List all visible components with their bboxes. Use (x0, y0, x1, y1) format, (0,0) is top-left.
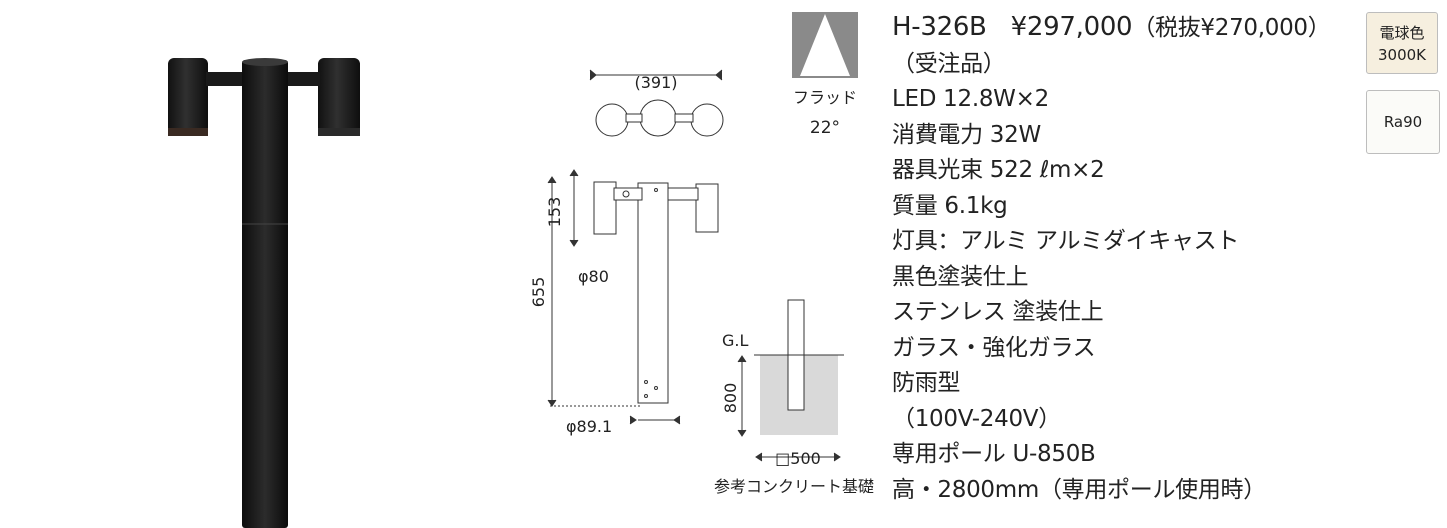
price-ex-tax: （税抜¥270,000） (1132, 15, 1331, 41)
pole (242, 60, 288, 528)
spec-line: （100V-240V） (892, 405, 1061, 432)
ra-badge: Ra90 (1366, 90, 1440, 154)
left-arm (206, 72, 244, 86)
flood-beam-icon (792, 12, 858, 78)
product-photo (168, 58, 360, 528)
spec-line: 防雨型 (892, 370, 961, 396)
foundation-width-dim: □500 (775, 449, 821, 468)
spec-line: LED 12.8W×2 (892, 86, 1049, 112)
pole-diameter-dim: φ89.1 (566, 417, 612, 436)
color-temp-badge: 電球色 3000K (1366, 12, 1438, 74)
head-diameter-dim: φ80 (578, 267, 609, 286)
spec-line: ガラス・強化ガラス (892, 334, 1096, 361)
spec-line: 器具光束 522 ℓm×2 (892, 157, 1105, 183)
dimension-drawing: (391) 153 φ80 655 φ89.1 G.L 800 □500 参考コ… (530, 69, 874, 496)
color-temp-name: 電球色 (1379, 24, 1425, 42)
foundation-depth-dim: 800 (721, 383, 740, 414)
spec-line: 灯具：アルミ アルミダイキャスト (892, 228, 1240, 254)
right-spot-head (318, 58, 360, 136)
width-dim: (391) (634, 73, 677, 92)
title-line: H-326B ¥297,000（税抜¥270,000） (892, 10, 1362, 47)
right-arm (286, 72, 320, 86)
beam-angle: 22° (809, 118, 841, 138)
spec-line: 専用ポール U-850B (892, 441, 1096, 467)
foundation-caption: 参考コンクリート基礎 (714, 477, 874, 496)
left-spot-head (168, 58, 208, 136)
total-height-dim: 655 (530, 277, 548, 308)
gl-label: G.L (722, 331, 748, 350)
spec-line: 質量 6.1kg (892, 192, 1008, 219)
spec-line: ステンレス 塗装仕上 (892, 299, 1104, 325)
spec-line: 消費電力 32W (892, 121, 1041, 148)
beam-type: フラッド (792, 88, 857, 107)
spec-line: 黒色塗装仕上 (892, 263, 1029, 290)
price: ¥297,000 (1010, 12, 1133, 42)
head-height-dim: 153 (545, 197, 564, 228)
spec-line: 高・2800mm（専用ポール使用時） (892, 476, 1266, 503)
spec-block: H-326B ¥297,000（税抜¥270,000） （受注品） LED 12… (892, 10, 1362, 508)
color-temp-value: 3000K (1377, 46, 1426, 64)
model-number: H-326B (892, 12, 987, 42)
order-note: （受注品） (892, 50, 1006, 77)
